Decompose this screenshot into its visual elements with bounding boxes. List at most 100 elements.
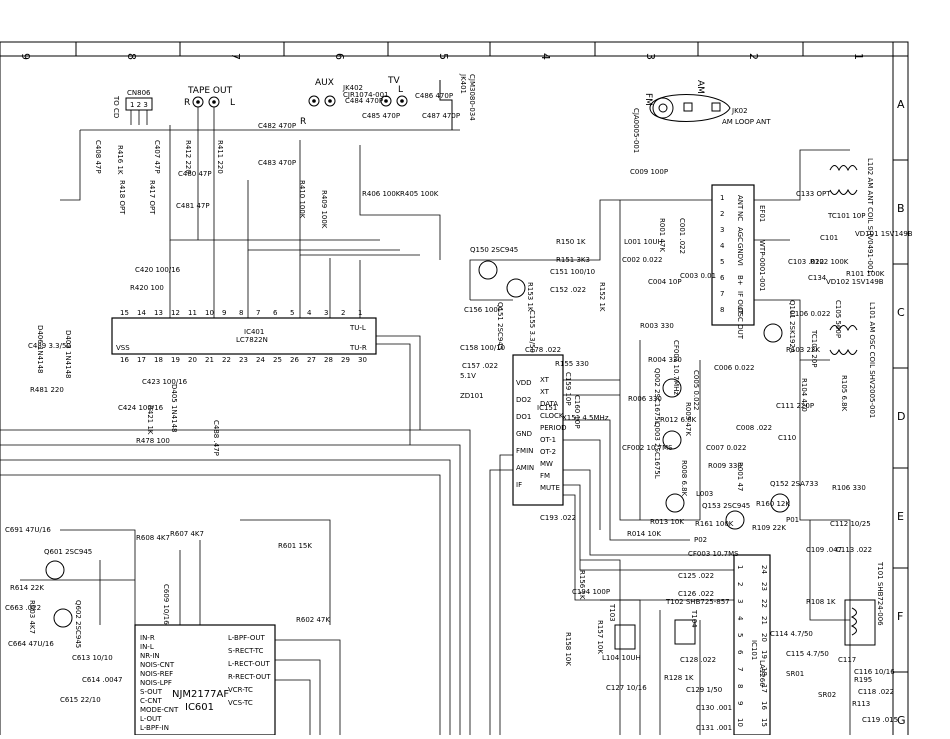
component-r412: R412 220	[184, 140, 192, 174]
component-r128: R128 1K	[664, 674, 694, 682]
ic401-pin-top: 5	[290, 309, 294, 317]
component-r109: R109 22K	[752, 524, 786, 532]
component-c158: C158 100/10	[460, 344, 505, 352]
ic151-pin-label: MUTE	[540, 484, 560, 492]
column-label-7: 7	[229, 53, 242, 60]
component-c664: C664 47U/16	[8, 640, 54, 648]
column-label-4: 4	[539, 53, 552, 60]
transistor-symbols	[45, 260, 790, 628]
coil-t102: T102 SHB725-857	[665, 598, 730, 606]
ic101-pin-number: 3	[736, 599, 744, 603]
ef01-pin-label: GND	[736, 243, 744, 259]
component-c003: C003 0.01	[680, 272, 716, 280]
component-c408: C408 47P	[94, 140, 102, 174]
component-r105: R105 6.8K	[840, 375, 848, 412]
tv-jack: TV L	[380, 76, 408, 107]
ic401-pin-top: 7	[256, 309, 260, 317]
am-label: AM	[695, 80, 705, 94]
component-r014: R014 10K	[627, 530, 661, 538]
ef01-pin-number: 3	[720, 226, 724, 234]
component-c113: C113 .022	[836, 546, 872, 554]
ic101-pin-number: 20	[760, 633, 768, 642]
fm-am-antenna: FM AM CJA0005-001 JK02 AM LOOP ANT	[632, 80, 771, 153]
ic151-pin-label: XT	[540, 376, 550, 384]
tape-out-title: TAPE OUT	[187, 86, 233, 96]
component-c008: C008 .022	[736, 424, 772, 432]
ic601-pin-label: L-BPF-OUT	[228, 634, 265, 642]
ic101-pin-number: 1	[736, 565, 744, 569]
component-c131: C131 .001	[696, 724, 732, 732]
ic401-pin-bottom: 27	[307, 356, 316, 364]
component-c127: C127 10/16	[606, 684, 647, 692]
ic151-pins: VDDDO2DO1GNDFMINAMINIFXTXTDATACLOCKPERIO…	[516, 376, 566, 492]
component-r160: R160 12K	[756, 500, 790, 508]
component-c480: C480 47P	[178, 170, 212, 178]
component-c615: C615 22/10	[60, 696, 101, 704]
component-r106: R106 330	[832, 484, 866, 492]
component-r157: R157 10K	[596, 620, 604, 654]
component-r405: R405 100K	[400, 190, 439, 198]
ic151-pll: IC151	[512, 354, 564, 506]
component-r417: R417 OPT	[148, 180, 156, 215]
ic101-pin-number: 6	[736, 650, 744, 655]
ic601-pin-label: MODE-CNT	[140, 706, 179, 714]
ef01-pin-label: ANT	[736, 195, 744, 210]
ic601-pin-label: L-OUT	[140, 715, 162, 723]
cn806-to: TO CD	[112, 95, 120, 118]
row-label-G: G	[897, 714, 906, 727]
component-r406: R406 100K	[362, 190, 401, 198]
ic601-pin-label: VCS-TC	[228, 699, 253, 707]
component-c110: C110	[778, 434, 796, 442]
component-r006: R006 330	[628, 395, 662, 403]
component-r009: R009 330	[708, 462, 742, 470]
component-r101: R101 100K	[846, 270, 885, 278]
component-c489: C489 3.3/50	[28, 342, 71, 350]
ic601-pin-label: IN-R	[140, 634, 155, 642]
component-r614: R614 22K	[10, 584, 44, 592]
component-d403: D403 1N4148	[64, 330, 72, 378]
component-c613: C613 10/10	[72, 654, 113, 662]
ef01-ref: EF01	[758, 205, 766, 222]
component-r153: R153 1K	[526, 282, 534, 312]
component-c005: C005 0.022	[692, 370, 700, 411]
ic401-pin-bottom: 21	[205, 356, 214, 364]
row-label-A: A	[897, 98, 905, 111]
component-r603: R603 4K7	[28, 600, 36, 634]
ef01-pin-number: 5	[720, 258, 724, 266]
ic601-pins: IN-RIN-LNR-INNOIS-CNTNOIS-REFNOIS-LPFS-O…	[140, 634, 271, 732]
ic101-pin-number: 23	[760, 582, 768, 591]
component-c614: C614 .0047	[82, 676, 123, 684]
ic101-pin-number: 15	[760, 718, 768, 727]
transistor-q150: Q150 2SC945	[470, 246, 518, 254]
component-c101: C101	[820, 234, 838, 242]
component-c483: C483 470P	[258, 159, 296, 167]
ic101-pin-number: 16	[760, 701, 768, 710]
ic601-pin-label: C-CNT	[140, 697, 163, 705]
component-c484: C484 470P	[345, 97, 383, 105]
ic401-pin-top: 11	[188, 309, 197, 317]
aux-title: AUX	[315, 78, 334, 88]
component-c109: C109 .047	[806, 546, 842, 554]
ic151-pin-label: DATA	[540, 400, 558, 408]
cn806-pins: 1 2 3	[130, 101, 148, 109]
component-r103: R103 22K	[786, 346, 820, 354]
component-c155: C155 3.3/50	[528, 310, 536, 353]
column-ticks	[75, 42, 804, 56]
surge-sr01: SR01	[786, 670, 804, 678]
column-label-6: 6	[333, 53, 346, 60]
ic401-pin-top: 12	[171, 309, 180, 317]
ic401-tu-l: TU-L	[349, 324, 366, 332]
ic601-pin-label: NOIS-LPF	[140, 679, 172, 687]
ef01-frontend: EF01 WTP-0001-001	[711, 184, 766, 326]
ic101-pin-number: 10	[736, 718, 744, 727]
component-c156: C156 100P	[464, 306, 502, 314]
component-c126: C126 .022	[678, 590, 714, 598]
test-point-p01: P01	[786, 516, 799, 524]
ef01-part: WTP-0001-001	[758, 240, 766, 292]
